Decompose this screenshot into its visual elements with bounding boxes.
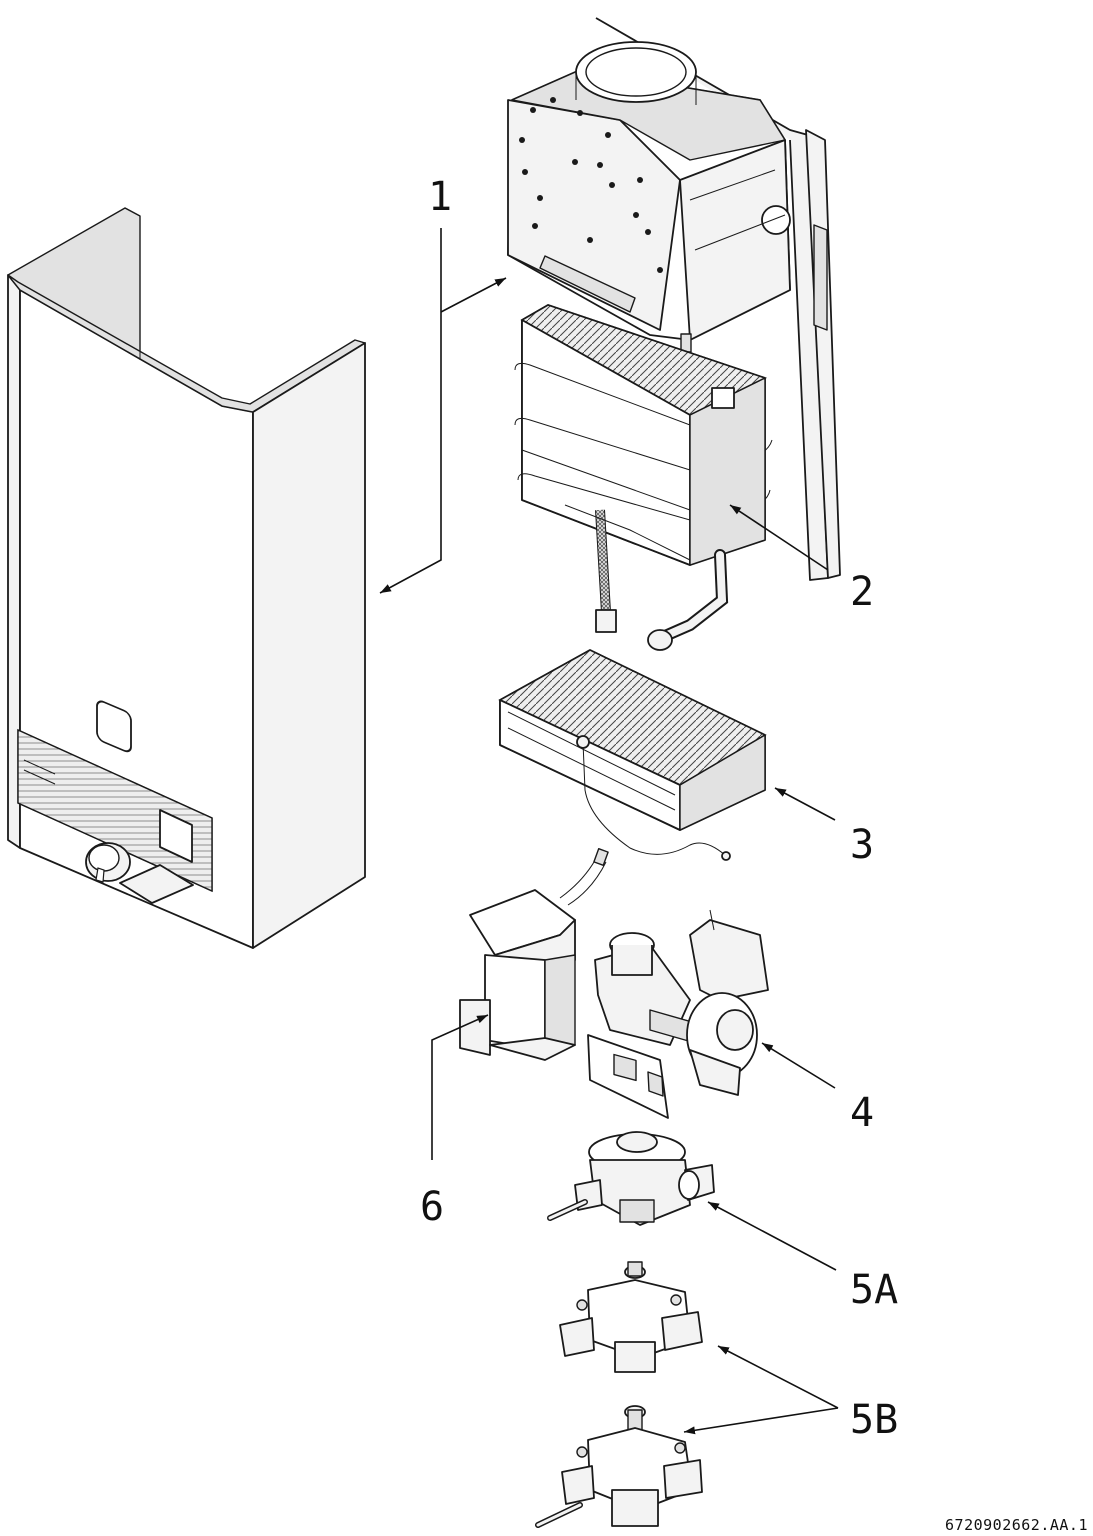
drawing-code: 6720902662.AA.1 xyxy=(945,1516,1088,1534)
flap xyxy=(119,864,194,904)
leader-2 xyxy=(729,504,829,571)
window-icon xyxy=(96,700,132,753)
label-2: 2 xyxy=(850,569,874,615)
water-valve-5b-upper xyxy=(559,1261,703,1373)
gas-valve xyxy=(459,848,769,1119)
display-window xyxy=(159,809,193,863)
label-6: 6 xyxy=(420,1184,444,1230)
casing-cover xyxy=(7,207,366,949)
leader-3 xyxy=(774,787,836,821)
flue-hood xyxy=(507,17,841,581)
leader-1-to-casing xyxy=(379,228,442,594)
label-5a: 5A xyxy=(850,1267,898,1313)
leader-1-to-hood xyxy=(440,277,507,313)
label-1: 1 xyxy=(428,174,452,220)
leader-4 xyxy=(761,1042,836,1089)
leader-lines xyxy=(379,228,839,1435)
heat-exchanger xyxy=(514,304,773,651)
leader-5b-lower xyxy=(683,1407,839,1435)
label-4: 4 xyxy=(850,1090,874,1136)
leader-6 xyxy=(431,1014,489,1160)
label-3: 3 xyxy=(850,822,874,868)
burner xyxy=(498,649,767,861)
label-5b: 5B xyxy=(850,1397,898,1443)
leader-5a xyxy=(707,1201,837,1271)
water-valve-5a xyxy=(547,1131,715,1226)
water-valve-5b-lower xyxy=(535,1405,703,1528)
leader-5b-upper xyxy=(717,1345,839,1409)
temperature-knob xyxy=(85,842,131,883)
